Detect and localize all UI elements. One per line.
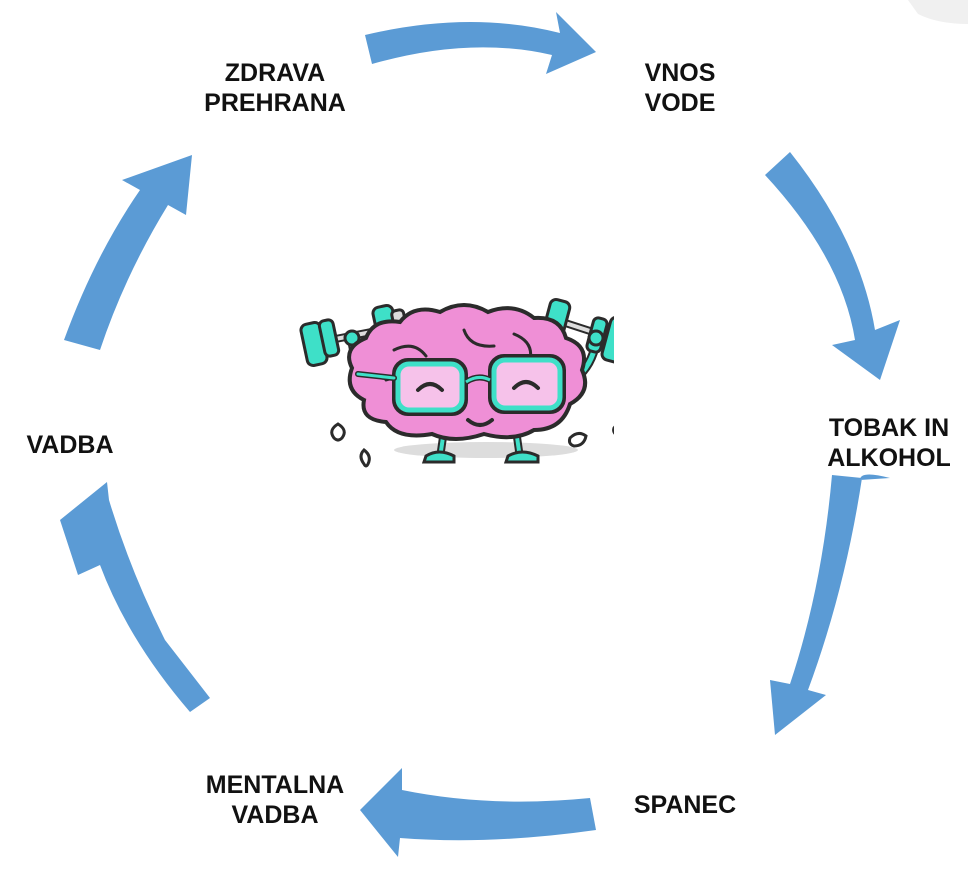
step-label-vnos-vode: VNOS VODE	[644, 59, 716, 117]
step-label-tobak-in-alkohol: TOBAK IN ALKOHOL	[827, 414, 951, 472]
sweat-drops-icon	[330, 422, 614, 468]
step-label-mentalna-vadba: MENTALNA VADBA	[205, 771, 345, 829]
brain-illustration	[299, 297, 614, 468]
glasses-icon	[355, 354, 566, 416]
arrow-bottom	[360, 768, 596, 857]
arrow-left-top	[64, 155, 192, 350]
arrow-top	[365, 12, 596, 74]
arrow-right-top	[765, 152, 900, 380]
corner-decoration	[908, 0, 968, 24]
arrow-right-bottom	[770, 350, 891, 735]
arrow-left-bottom	[60, 482, 210, 712]
step-label-vadba: VADBA	[26, 431, 114, 459]
step-label-zdrava-prehrana: ZDRAVA PREHRANA	[204, 59, 346, 117]
step-label-spanec: SPANEC	[633, 791, 737, 819]
